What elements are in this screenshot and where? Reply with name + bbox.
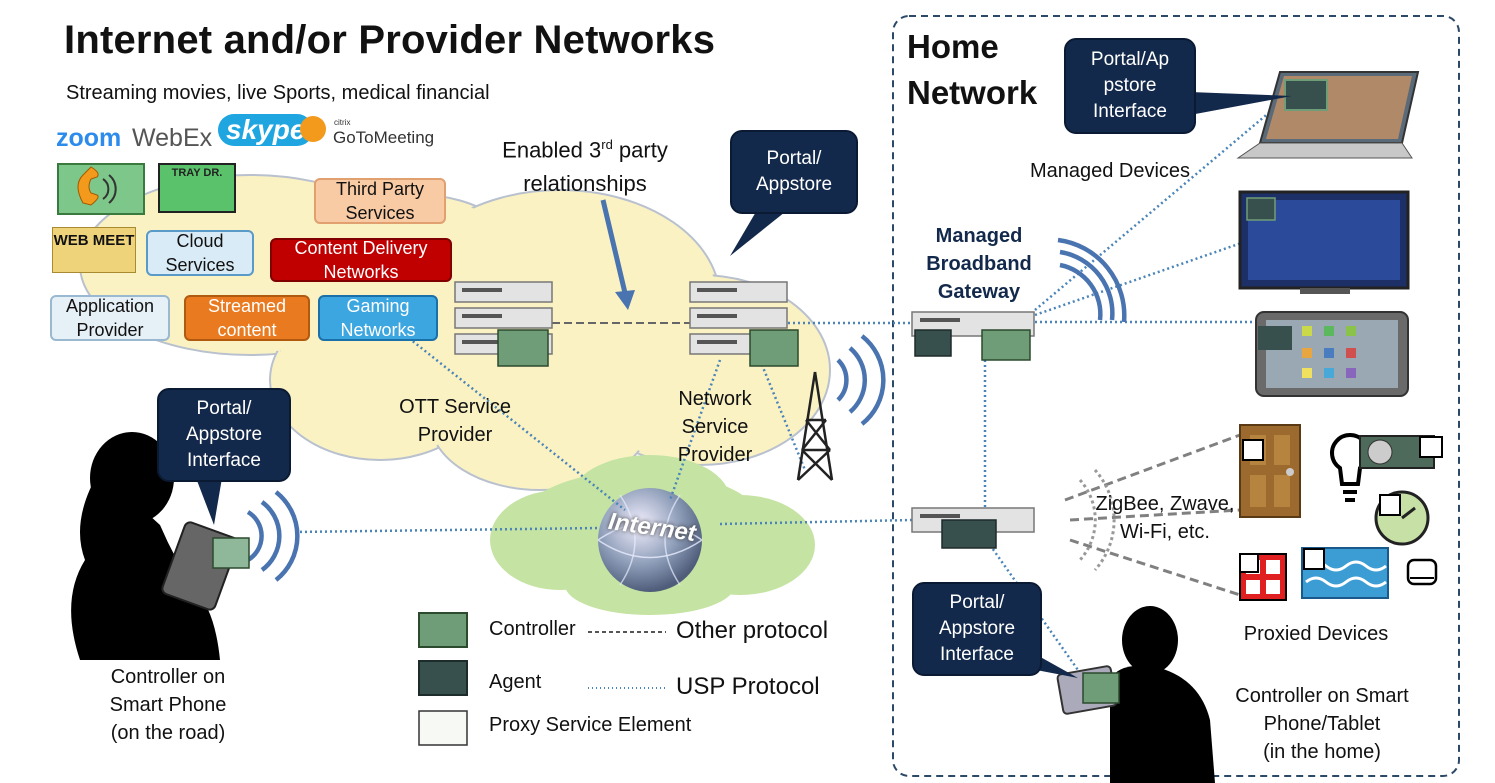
cdn-box: Content Delivery Networks xyxy=(270,238,452,282)
cloud-services-box: Cloud Services xyxy=(146,230,254,276)
protocols-line: Wi-Fi, etc. xyxy=(1120,521,1210,543)
portal-appstore-callout: Portal/Appstore xyxy=(730,130,858,214)
wifi-icon xyxy=(246,237,1127,582)
gotomeeting-flower-icon xyxy=(300,116,326,142)
gotomeeting-logo: GoToMeeting xyxy=(333,128,435,147)
nsp-line: Service xyxy=(681,416,749,438)
legend-agent-swatch xyxy=(418,660,468,696)
callout-line: Appstore xyxy=(755,174,833,195)
callout-line: Interface xyxy=(1093,101,1167,122)
camera-icon xyxy=(1359,435,1443,469)
web-meet-icon: WEB MEET xyxy=(52,227,136,273)
streamed-content-box: Streamed content xyxy=(184,295,310,341)
enabled-text-a: Enabled 3 xyxy=(502,137,602,163)
door-icon xyxy=(1239,424,1301,518)
gateway-line: Broadband xyxy=(926,253,1032,275)
window-icon xyxy=(1239,553,1287,601)
citrix-logo: citrix xyxy=(334,118,351,127)
enabled-text-sup: rd xyxy=(601,137,613,152)
proxy-element xyxy=(911,507,1035,549)
controller-road-line: Smart Phone xyxy=(109,694,227,716)
legend-usp-protocol-label: USP Protocol xyxy=(676,673,820,700)
callout-line: pstore xyxy=(1103,75,1157,96)
tablet-home-icon xyxy=(1056,665,1120,715)
skype-logo: skype xyxy=(218,114,314,146)
ott-line: OTT Service xyxy=(399,396,511,418)
gateway-line: Managed xyxy=(935,225,1023,247)
tray-app-icon: TRAY DR. xyxy=(158,163,236,213)
legend-proxy-label: Proxy Service Element xyxy=(489,714,692,736)
managed-devices-label: Managed Devices xyxy=(1029,160,1191,182)
protocols-line: ZigBee, Zwave, xyxy=(1095,493,1235,515)
nsp-label: Network Service Provider xyxy=(655,385,775,469)
callout-line: Interface xyxy=(940,644,1014,665)
controller-road-line: (on the road) xyxy=(110,722,226,744)
gateway-line: Gateway xyxy=(937,281,1021,303)
page-subtitle: Streaming movies, live Sports, medical f… xyxy=(66,82,490,104)
third-party-services-box: Third Party Services xyxy=(314,178,446,224)
appliance-icon xyxy=(1406,558,1438,586)
home-network-title: Home Network xyxy=(907,24,1037,116)
phone-road-icon xyxy=(161,521,250,611)
enabled-3rd-party-label: Enabled 3rd party relationships xyxy=(470,128,700,201)
nsp-line: Network xyxy=(678,388,752,410)
cell-tower-icon xyxy=(796,371,834,481)
application-provider-box: Application Provider xyxy=(50,295,170,341)
phone-app-icon xyxy=(57,163,145,215)
controller-home-line: (in the home) xyxy=(1263,741,1381,763)
protocols-label: ZigBee, Zwave, Wi-Fi, etc. xyxy=(1085,490,1245,546)
nsp-server-stack xyxy=(689,281,799,367)
page-title: Internet and/or Provider Networks xyxy=(64,18,716,62)
gateway-label: Managed Broadband Gateway xyxy=(912,222,1046,306)
callout-line: Appstore xyxy=(185,424,263,445)
ott-line: Provider xyxy=(417,424,493,446)
pool-icon xyxy=(1301,547,1389,599)
webex-logo: WebEx xyxy=(132,124,213,152)
legend-proxy-swatch xyxy=(418,710,468,746)
legend-controller-label: Controller xyxy=(489,618,576,640)
ott-provider-label: OTT Service Provider xyxy=(380,393,530,449)
controller-home-line: Controller on Smart xyxy=(1235,685,1409,707)
enabled-text-b: party xyxy=(612,137,668,163)
callout-line: Appstore xyxy=(938,618,1016,639)
callout-line: Portal/ xyxy=(196,398,252,419)
laptop-icon xyxy=(1236,71,1420,159)
zoom-logo: zoom xyxy=(56,124,122,152)
controller-home-label: Controller on Smart Phone/Tablet (in the… xyxy=(1212,682,1432,766)
internet-globe xyxy=(598,488,702,592)
callout-line: Portal/ xyxy=(949,592,1005,613)
tv-icon xyxy=(1238,190,1410,294)
controller-road-label: Controller on Smart Phone (on the road) xyxy=(78,663,258,747)
broadband-gateway xyxy=(911,311,1035,361)
person-home-silhouette xyxy=(1110,606,1215,783)
callout-line: Portal/ xyxy=(766,148,822,169)
tablet-icon xyxy=(1255,311,1409,397)
legend-agent-label: Agent xyxy=(489,671,542,693)
home-network-line: Network xyxy=(907,74,1038,111)
controller-home-line: Phone/Tablet xyxy=(1263,713,1381,735)
gaming-networks-box: Gaming Networks xyxy=(318,295,438,341)
proxied-devices-label: Proxied Devices xyxy=(1243,623,1389,645)
ott-server-stack xyxy=(454,281,553,367)
callout-line: Portal/Ap xyxy=(1090,49,1170,70)
controller-road-line: Controller on xyxy=(110,666,226,688)
home-network-line: Home xyxy=(907,28,999,65)
enabled-text-line2: relationships xyxy=(523,171,647,197)
callout-line: Interface xyxy=(187,450,261,471)
legend-controller-swatch xyxy=(418,612,468,648)
legend-other-protocol-label: Other protocol xyxy=(676,617,829,644)
thermostat-icon xyxy=(1374,490,1430,546)
nsp-line: Provider xyxy=(677,444,753,466)
